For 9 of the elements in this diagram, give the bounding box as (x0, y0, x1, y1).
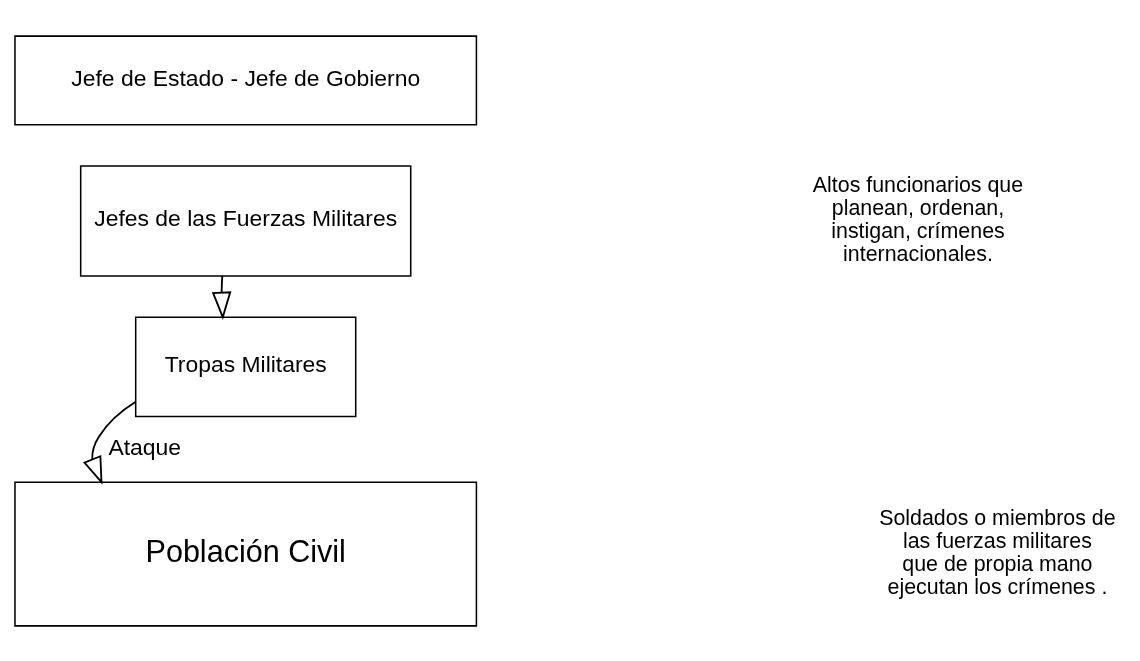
label: Soldados o miembros de las fuerzas militares que de propia mano ejecutan los crímenes . (879, 505, 1116, 599)
node-box: Población Civil (14, 481, 478, 627)
arrow (211, 274, 232, 320)
label: Altos funcionarios que planean, ordenan, instigan, crímenes internacionales. (812, 172, 1024, 266)
edge-label: Ataque (108, 433, 182, 460)
arrow (82, 400, 137, 485)
node-box: Jefes de las Fuerzas Militares (79, 164, 412, 277)
node-box: Jefe de Estado - Jefe de Gobierno (14, 34, 478, 125)
node-box: Tropas Militares (134, 316, 357, 417)
